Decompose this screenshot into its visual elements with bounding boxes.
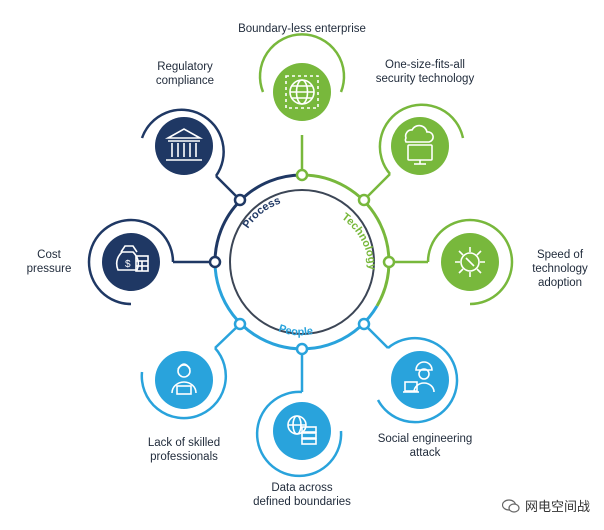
node-ring (255, 390, 343, 478)
node-ring (426, 218, 514, 306)
node-ring (140, 347, 228, 420)
svg-text:$: $ (125, 259, 131, 270)
node-regulatory (140, 108, 225, 177)
cloud-monitor-icon (404, 124, 434, 165)
hub-dot (357, 317, 371, 331)
hub-dot (357, 193, 371, 207)
wechat-icon (501, 498, 520, 513)
gear-wrench-icon (455, 247, 485, 277)
node-ring (258, 33, 346, 93)
node-social (376, 336, 459, 424)
node-disc (102, 233, 160, 291)
hacker-worker-icon (403, 361, 435, 393)
hub-inner-circle (229, 189, 375, 335)
hub-ring-technology-segment (301, 173, 391, 307)
label-cost: Cost pressure (26, 249, 72, 275)
watermark: 网电空间战 (501, 496, 590, 515)
watermark-text: 网电空间战 (524, 499, 590, 514)
hub-dot (295, 342, 309, 356)
label-one-size: One-size-fits-all security technology (375, 59, 475, 85)
globe-server-icon (287, 415, 317, 445)
label-boundaryless: Boundary-less enterprise (238, 23, 366, 35)
hub-dot (295, 168, 309, 182)
label-speed: Speed of technology adoption (532, 249, 588, 289)
node-cost: $ (87, 218, 175, 306)
hub-dots (208, 168, 396, 356)
node-boundaryless (258, 33, 346, 121)
label-regulatory: Regulatory compliance (155, 61, 215, 87)
node-speed (426, 218, 514, 306)
node-disc (155, 351, 213, 409)
node-ring (140, 108, 225, 177)
money-bag-calculator-icon: $ (115, 245, 149, 272)
label-data: Data across defined boundaries (253, 482, 351, 508)
node-disc (391, 117, 449, 175)
hub-dot (233, 317, 247, 331)
label-social: Social engineering attack (377, 433, 473, 459)
hub-dot (208, 255, 222, 269)
node-ring (87, 218, 175, 306)
node-ring (376, 336, 459, 424)
hub-dot (382, 255, 396, 269)
globe-icon (285, 75, 319, 109)
node-ring (378, 103, 465, 175)
node-data (255, 390, 343, 478)
hub-dot (233, 193, 247, 207)
courthouse-icon (164, 128, 204, 161)
node-one-size (378, 103, 465, 175)
label-skilled: Lack of skilled professionals (147, 437, 221, 463)
hub-ring-people-segment (213, 261, 379, 351)
node-disc (391, 351, 449, 409)
professional-person-icon (171, 363, 197, 395)
ring-label-people: People (277, 323, 314, 339)
node-skilled (140, 347, 228, 420)
